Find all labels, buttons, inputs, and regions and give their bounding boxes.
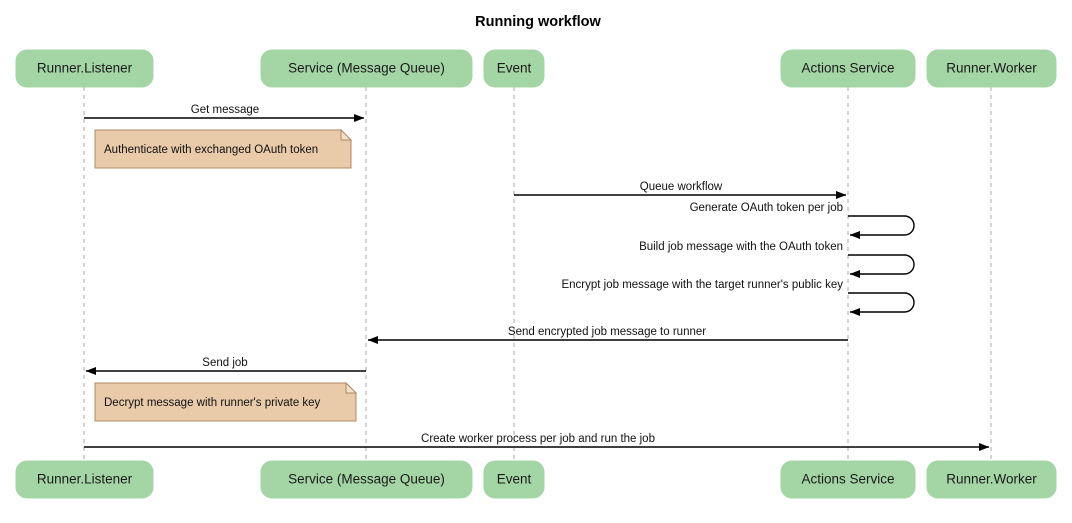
participant-box <box>483 460 545 499</box>
message-m2[interactable]: Queue workflow <box>514 181 847 200</box>
note-body <box>94 129 352 169</box>
message-label: Send encrypted job message to runner <box>508 326 706 338</box>
note-fold-corner-icon <box>345 381 358 394</box>
message-label: Create worker process per job and run th… <box>421 433 655 445</box>
participant-box <box>483 49 545 88</box>
participant-box <box>926 49 1057 88</box>
self-message-line <box>848 254 915 279</box>
participant-label: Runner.Worker <box>946 61 1037 76</box>
message-label: Generate OAuth token per job <box>690 202 843 214</box>
participant-box <box>780 460 916 499</box>
participant-label: Actions Service <box>801 61 894 76</box>
message-m8[interactable]: Create worker process per job and run th… <box>84 433 990 452</box>
message-label: Queue workflow <box>640 181 723 193</box>
participant-label: Event <box>497 472 532 487</box>
note-body <box>94 382 357 422</box>
participant-runner-worker-header[interactable]: Runner.Worker <box>926 49 1057 88</box>
message-label: Build job message with the OAuth token <box>639 241 843 253</box>
participant-runner-listener-header[interactable]: Runner.Listener <box>15 49 154 88</box>
participant-runner-worker-footer[interactable]: Runner.Worker <box>926 460 1057 499</box>
message-label: Get message <box>191 104 259 116</box>
participant-label: Runner.Listener <box>37 472 133 487</box>
self-message-line <box>848 292 915 317</box>
participant-label: Service (Message Queue) <box>288 61 445 76</box>
participant-label: Actions Service <box>801 472 894 487</box>
participant-box <box>15 49 154 88</box>
participant-runner-listener-footer[interactable]: Runner.Listener <box>15 460 154 499</box>
note-label: Decrypt message with runner's private ke… <box>104 397 321 409</box>
participant-event-header[interactable]: Event <box>483 49 545 88</box>
message-m6[interactable]: Send encrypted job message to runner <box>367 326 848 345</box>
message-m3[interactable]: Generate OAuth token per job <box>690 202 915 240</box>
note-n1: Authenticate with exchanged OAuth token <box>94 128 353 169</box>
participant-box <box>260 49 473 88</box>
participant-label: Event <box>497 61 532 76</box>
participant-service-mq-footer[interactable]: Service (Message Queue) <box>260 460 473 499</box>
lifelines-layer <box>83 87 992 461</box>
self-message-line <box>848 215 915 240</box>
participant-box <box>780 49 916 88</box>
message-label: Encrypt job message with the target runn… <box>561 279 843 291</box>
note-fold-corner-icon <box>340 128 353 141</box>
message-m5[interactable]: Encrypt job message with the target runn… <box>561 279 915 317</box>
participant-label: Runner.Worker <box>946 472 1037 487</box>
note-label: Authenticate with exchanged OAuth token <box>104 144 318 156</box>
participant-box <box>15 460 154 499</box>
message-m4[interactable]: Build job message with the OAuth token <box>639 241 915 279</box>
message-label: Send job <box>202 357 247 369</box>
participant-actions-service-footer[interactable]: Actions Service <box>780 460 916 499</box>
participant-box <box>260 460 473 499</box>
participant-service-mq-header[interactable]: Service (Message Queue) <box>260 49 473 88</box>
participant-actions-service-header[interactable]: Actions Service <box>780 49 916 88</box>
participant-event-footer[interactable]: Event <box>483 460 545 499</box>
participant-box <box>926 460 1057 499</box>
message-m1[interactable]: Get message <box>84 104 365 123</box>
message-m7[interactable]: Send job <box>85 357 366 376</box>
page-title: Running workflow <box>475 14 601 30</box>
participant-label: Service (Message Queue) <box>288 472 445 487</box>
notes-layer: Authenticate with exchanged OAuth tokenD… <box>94 128 358 422</box>
note-n2: Decrypt message with runner's private ke… <box>94 381 358 422</box>
participant-label: Runner.Listener <box>37 61 133 76</box>
